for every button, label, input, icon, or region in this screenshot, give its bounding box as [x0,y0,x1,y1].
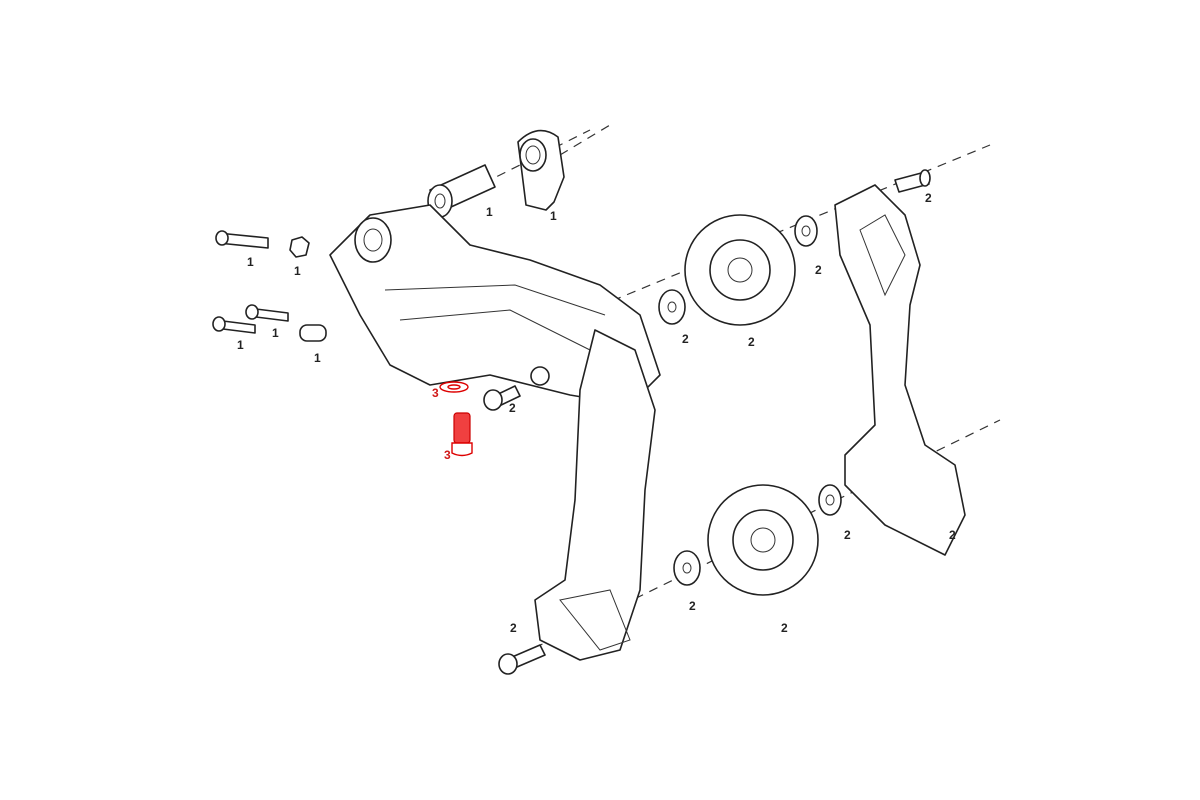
callout-upper-washer-inner: 2 [682,332,689,346]
callout-cable-bolt: 1 [247,255,254,269]
callout-b-screw: 3 [444,448,451,462]
callout-cable-guide: 1 [314,351,321,365]
derailleur-hanger-part [517,129,565,211]
callout-lower-washer-inner: 2 [689,599,696,613]
outer-cage-part [834,184,966,556]
callout-hanger-nut: 1 [550,209,557,223]
upper-pulley-part [684,214,796,326]
callout-labels: 1 1 1 1 1 1 1 2 2 2 2 2 2 2 2 2 2 3 3 [237,191,956,635]
callout-cable-clamp: 1 [294,264,301,278]
callout-axle-bolt: 1 [486,205,493,219]
inner-cage-part [534,329,656,661]
callout-cage-pin: 2 [925,191,932,205]
callout-pulley-bolt-lower: 2 [510,621,517,635]
callout-limit-screw-b: 1 [272,326,279,340]
axle-bolt-part [427,164,496,218]
callout-b-screw-washer: 3 [432,386,439,400]
callout-upper-washer-outer: 2 [815,263,822,277]
b-screw-washer-part [439,381,469,393]
callout-upper-pulley: 2 [748,335,755,349]
callout-pulley-bolt-upper: 2 [509,401,516,415]
lower-pulley-part [707,484,819,596]
pins-and-bolts [483,169,931,675]
derailleur-body-part [329,204,661,406]
callout-outer-cage: 2 [949,528,956,542]
small-hardware-parts [212,230,327,342]
b-screw-part [451,412,473,457]
washers [658,215,842,586]
callout-lower-washer-outer: 2 [844,528,851,542]
callout-limit-screw-a: 1 [237,338,244,352]
callout-lower-pulley: 2 [781,621,788,635]
